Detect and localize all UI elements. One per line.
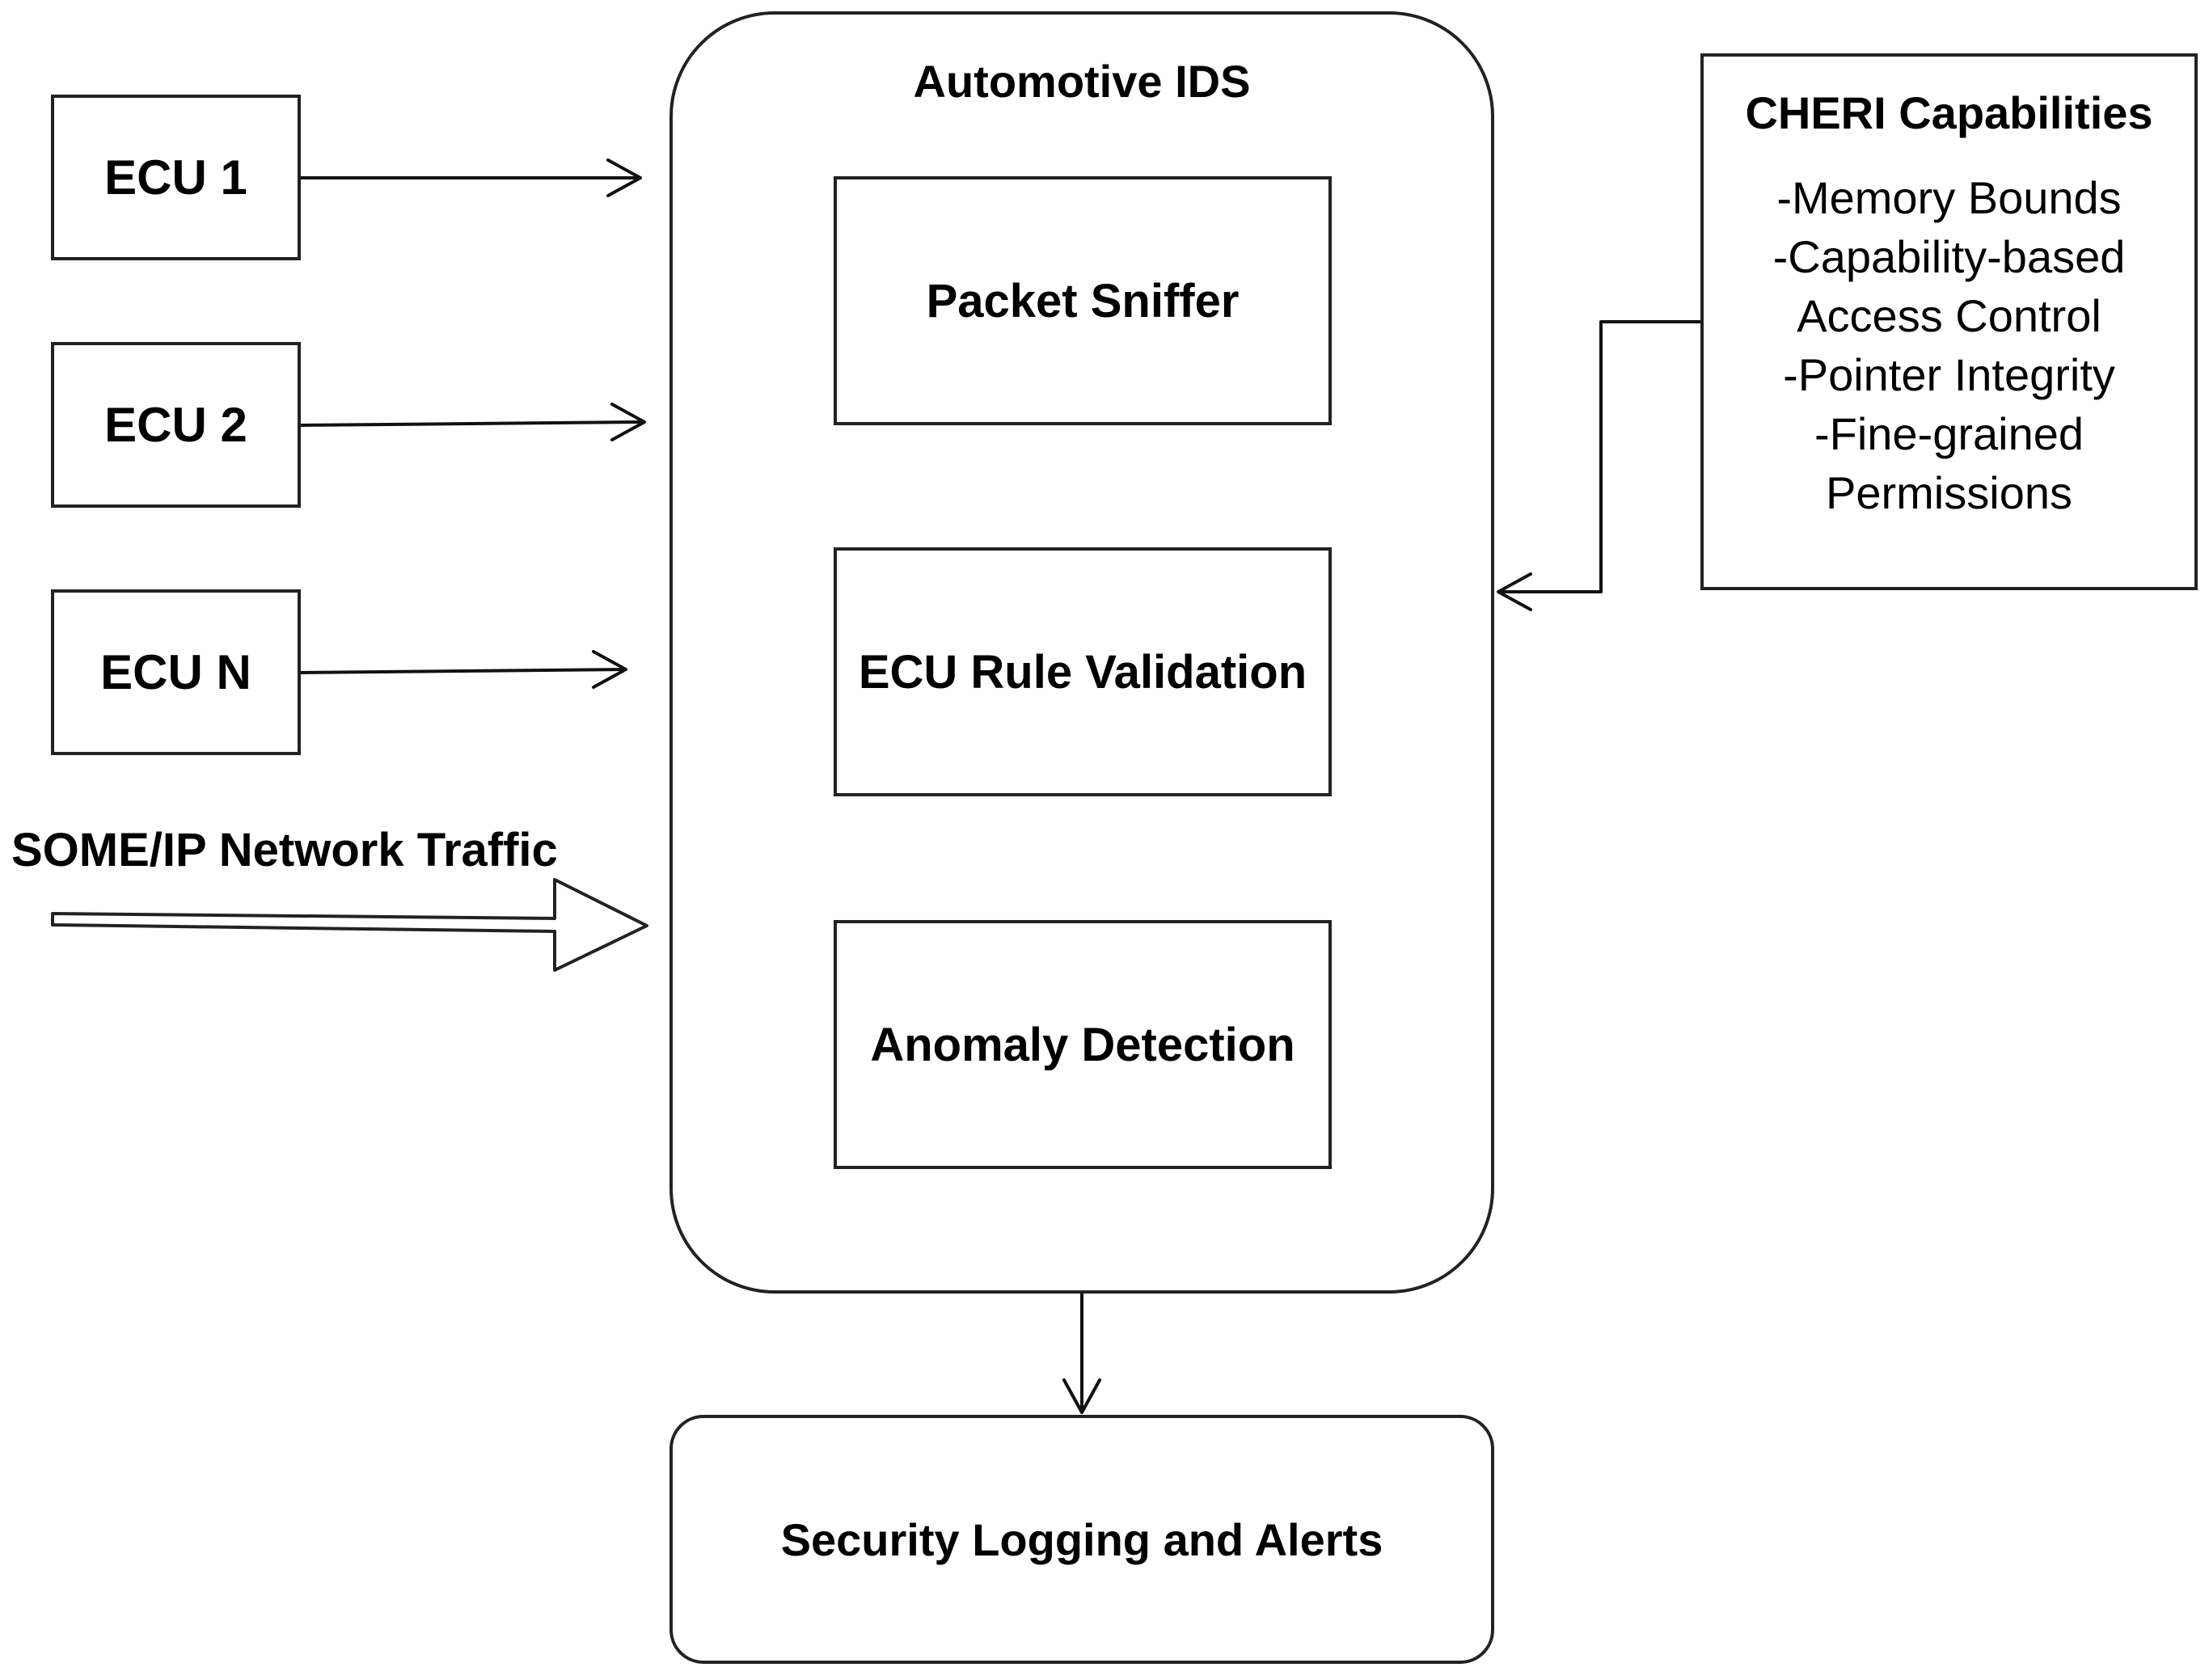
- ecu2-arrow: [299, 403, 646, 441]
- cheri-capabilities-box: CHERI Capabilities -Memory Bounds -Capab…: [1700, 53, 2198, 590]
- ecu-1-label: ECU 1: [104, 150, 247, 205]
- cheri-list: -Memory Bounds -Capability-based Access …: [1704, 168, 2194, 522]
- ecu-n-label: ECU N: [100, 645, 251, 699]
- cheri-title: CHERI Capabilities: [1745, 87, 2153, 138]
- cheri-item-pointer-integrity: -Pointer Integrity: [1783, 349, 2115, 400]
- traffic-label: SOME/IP Network Traffic: [11, 824, 558, 876]
- anomaly-detection-box: Anomaly Detection: [834, 920, 1332, 1169]
- cheri-item-access-control: Access Control: [1797, 290, 2101, 341]
- cheri-item-memory-bounds: -Memory Bounds: [1776, 172, 2122, 223]
- security-logging-box: Security Logging and Alerts: [669, 1415, 1494, 1664]
- packet-sniffer-box: Packet Sniffer: [834, 176, 1332, 425]
- ids-to-logging-arrow: [1062, 1292, 1101, 1414]
- ecun-arrow: [299, 650, 627, 689]
- ecu-rule-validation-label: ECU Rule Validation: [858, 645, 1307, 699]
- ecu-n-box: ECU N: [51, 589, 301, 755]
- cheri-connector-arrow: [1497, 320, 1702, 611]
- ecu-1-box: ECU 1: [51, 95, 301, 260]
- traffic-hollow-arrow: [51, 878, 648, 972]
- ids-title: Automotive IDS: [913, 56, 1251, 107]
- cheri-item-permissions: Permissions: [1826, 467, 2072, 518]
- ecu-2-label: ECU 2: [104, 398, 247, 452]
- cheri-item-capability-based: -Capability-based: [1772, 231, 2126, 282]
- cheri-item-fine-grained: -Fine-grained: [1814, 408, 2084, 459]
- packet-sniffer-label: Packet Sniffer: [926, 274, 1240, 327]
- security-logging-label: Security Logging and Alerts: [780, 1513, 1383, 1565]
- ecu-2-box: ECU 2: [51, 342, 301, 508]
- ecu1-arrow: [299, 158, 642, 197]
- anomaly-detection-label: Anomaly Detection: [870, 1018, 1295, 1071]
- ecu-rule-validation-box: ECU Rule Validation: [834, 547, 1332, 796]
